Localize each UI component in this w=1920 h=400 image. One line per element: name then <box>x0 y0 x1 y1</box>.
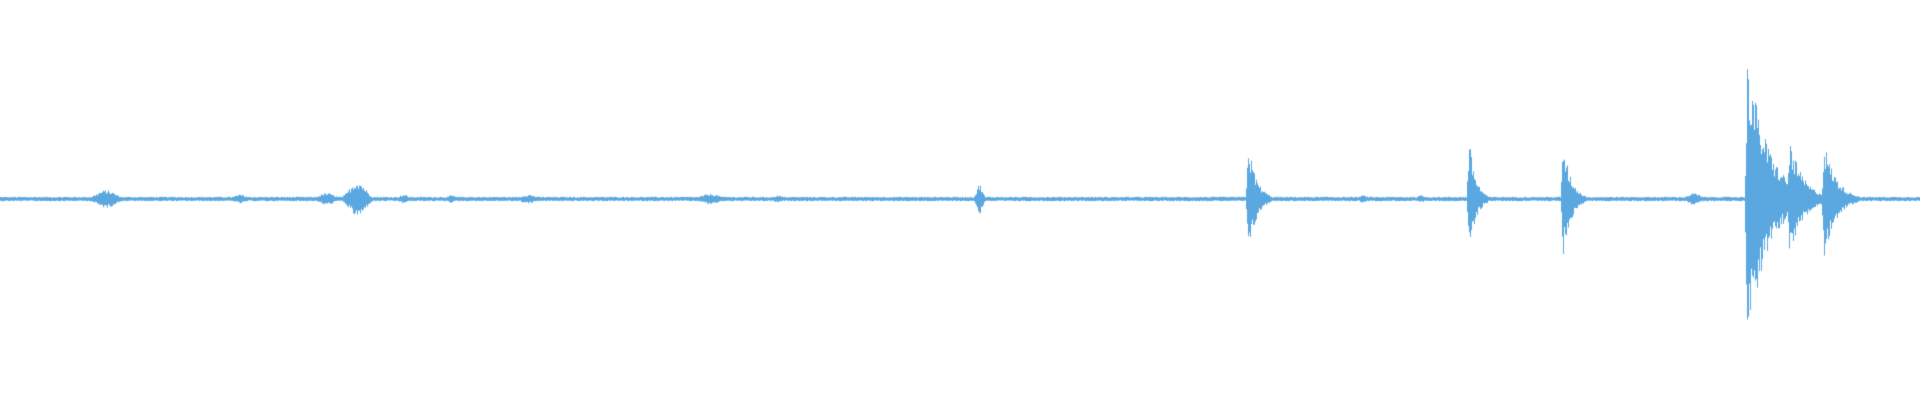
audio-waveform[interactable] <box>0 0 1920 400</box>
waveform-canvas[interactable] <box>0 0 1920 400</box>
